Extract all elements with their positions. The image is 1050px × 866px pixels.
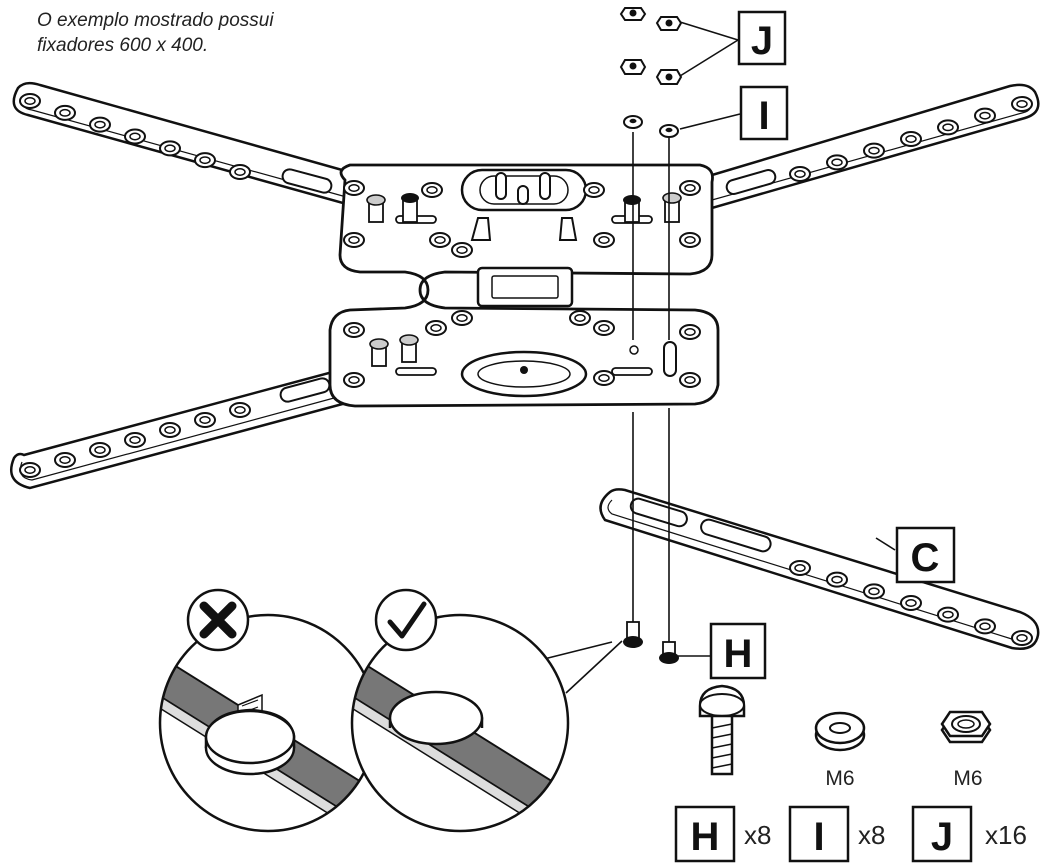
detail-correct xyxy=(350,588,570,833)
arm-hole xyxy=(124,432,146,448)
arm-hole xyxy=(194,412,216,428)
washer-size: M6 xyxy=(825,767,854,790)
label-j-text: J xyxy=(751,19,773,63)
plate-hole xyxy=(451,242,473,258)
label-c: C xyxy=(895,526,956,584)
label-h: H xyxy=(709,622,767,680)
plate-hole xyxy=(343,232,365,248)
plate-hole xyxy=(679,232,701,248)
arm-hole xyxy=(54,452,76,468)
mounted-bolt-2 xyxy=(401,193,419,223)
mounted-bolt-5 xyxy=(369,338,389,367)
qty-h-label: H xyxy=(691,815,720,859)
arm-c xyxy=(599,488,1040,650)
plate-hole xyxy=(679,324,701,340)
plate-hole xyxy=(679,372,701,388)
label-i-text: I xyxy=(758,94,769,138)
check-icon xyxy=(374,588,438,652)
qty-j: J x16 xyxy=(911,805,1027,863)
label-c-text: C xyxy=(911,536,940,580)
nut-mid-left xyxy=(619,59,647,75)
mounted-bolt-4 xyxy=(662,192,682,223)
nut-mid-right xyxy=(655,69,683,85)
arm-hole xyxy=(229,164,251,180)
qty-j-count: x16 xyxy=(985,820,1027,850)
caption-line-2: fixadores 600 x 400. xyxy=(37,35,208,56)
exploded-stack-right xyxy=(655,16,683,664)
bolt-h-right xyxy=(659,641,679,664)
arm-hole xyxy=(937,119,959,136)
arm-hole xyxy=(789,560,811,576)
arm-hole xyxy=(19,462,41,478)
arm-hole xyxy=(900,131,922,147)
arm-hole xyxy=(89,442,111,458)
plate-hole xyxy=(343,180,365,196)
plate-hole xyxy=(679,180,701,196)
cross-icon xyxy=(186,588,250,652)
arm-hole xyxy=(937,606,959,623)
part-bolt-h xyxy=(698,684,746,776)
arm-hole xyxy=(194,152,216,169)
nut-top-left xyxy=(619,7,647,21)
nut-size: M6 xyxy=(953,767,982,790)
plate-hole xyxy=(593,232,615,248)
exploded-stack-left xyxy=(619,7,647,648)
arm-hole xyxy=(826,154,848,171)
arm-hole xyxy=(789,166,811,182)
plate-hole xyxy=(425,320,447,336)
washer-left xyxy=(623,115,643,129)
arm-hole xyxy=(19,93,41,109)
qty-i: I x8 xyxy=(788,805,885,863)
plate-hole xyxy=(569,310,591,326)
caption-line-1: O exemplo mostrado possui xyxy=(37,10,274,31)
arm-hole xyxy=(54,104,76,121)
qty-i-count: x8 xyxy=(858,820,885,850)
plate-hole xyxy=(451,310,473,326)
arm-hole xyxy=(974,107,996,124)
arm-hole xyxy=(159,140,181,157)
arm-hole xyxy=(229,402,251,418)
plate-hole xyxy=(343,322,365,338)
arm-hole xyxy=(124,128,146,145)
detail-wrong xyxy=(158,588,378,833)
washer-right xyxy=(659,124,679,138)
mounting-plate xyxy=(328,163,720,408)
qty-h-count: x8 xyxy=(744,820,771,850)
arm-hole xyxy=(900,595,922,611)
qty-h: H x8 xyxy=(674,805,771,863)
arm-hole xyxy=(1011,96,1033,112)
qty-j-label: J xyxy=(931,815,953,859)
plate-hole xyxy=(421,182,443,198)
part-washer-i xyxy=(814,711,866,752)
plate-hole xyxy=(583,182,605,198)
plate-hole xyxy=(593,370,615,386)
mounted-bolt-1 xyxy=(366,194,386,223)
label-j: J xyxy=(737,10,787,66)
arm-hole xyxy=(863,142,885,159)
label-h-text: H xyxy=(724,632,753,676)
nut-top-right xyxy=(655,16,683,31)
plate-hole xyxy=(593,320,615,336)
arm-upper-left xyxy=(12,81,362,207)
plate-hole xyxy=(429,232,451,248)
arm-lower-left xyxy=(10,368,352,490)
arm-hole xyxy=(863,583,885,600)
qty-i-label: I xyxy=(813,815,824,859)
arm-hole xyxy=(826,571,848,588)
label-i: I xyxy=(739,85,789,141)
bolt-h-left xyxy=(623,621,643,648)
arm-hole xyxy=(89,116,111,133)
mounted-bolt-3 xyxy=(623,195,641,223)
arm-hole xyxy=(974,618,996,635)
mounted-bolt-6 xyxy=(399,334,419,363)
arm-hole xyxy=(1011,630,1033,646)
arm-hole xyxy=(159,422,181,438)
plate-hole xyxy=(343,372,365,388)
part-nut-j xyxy=(940,710,992,744)
